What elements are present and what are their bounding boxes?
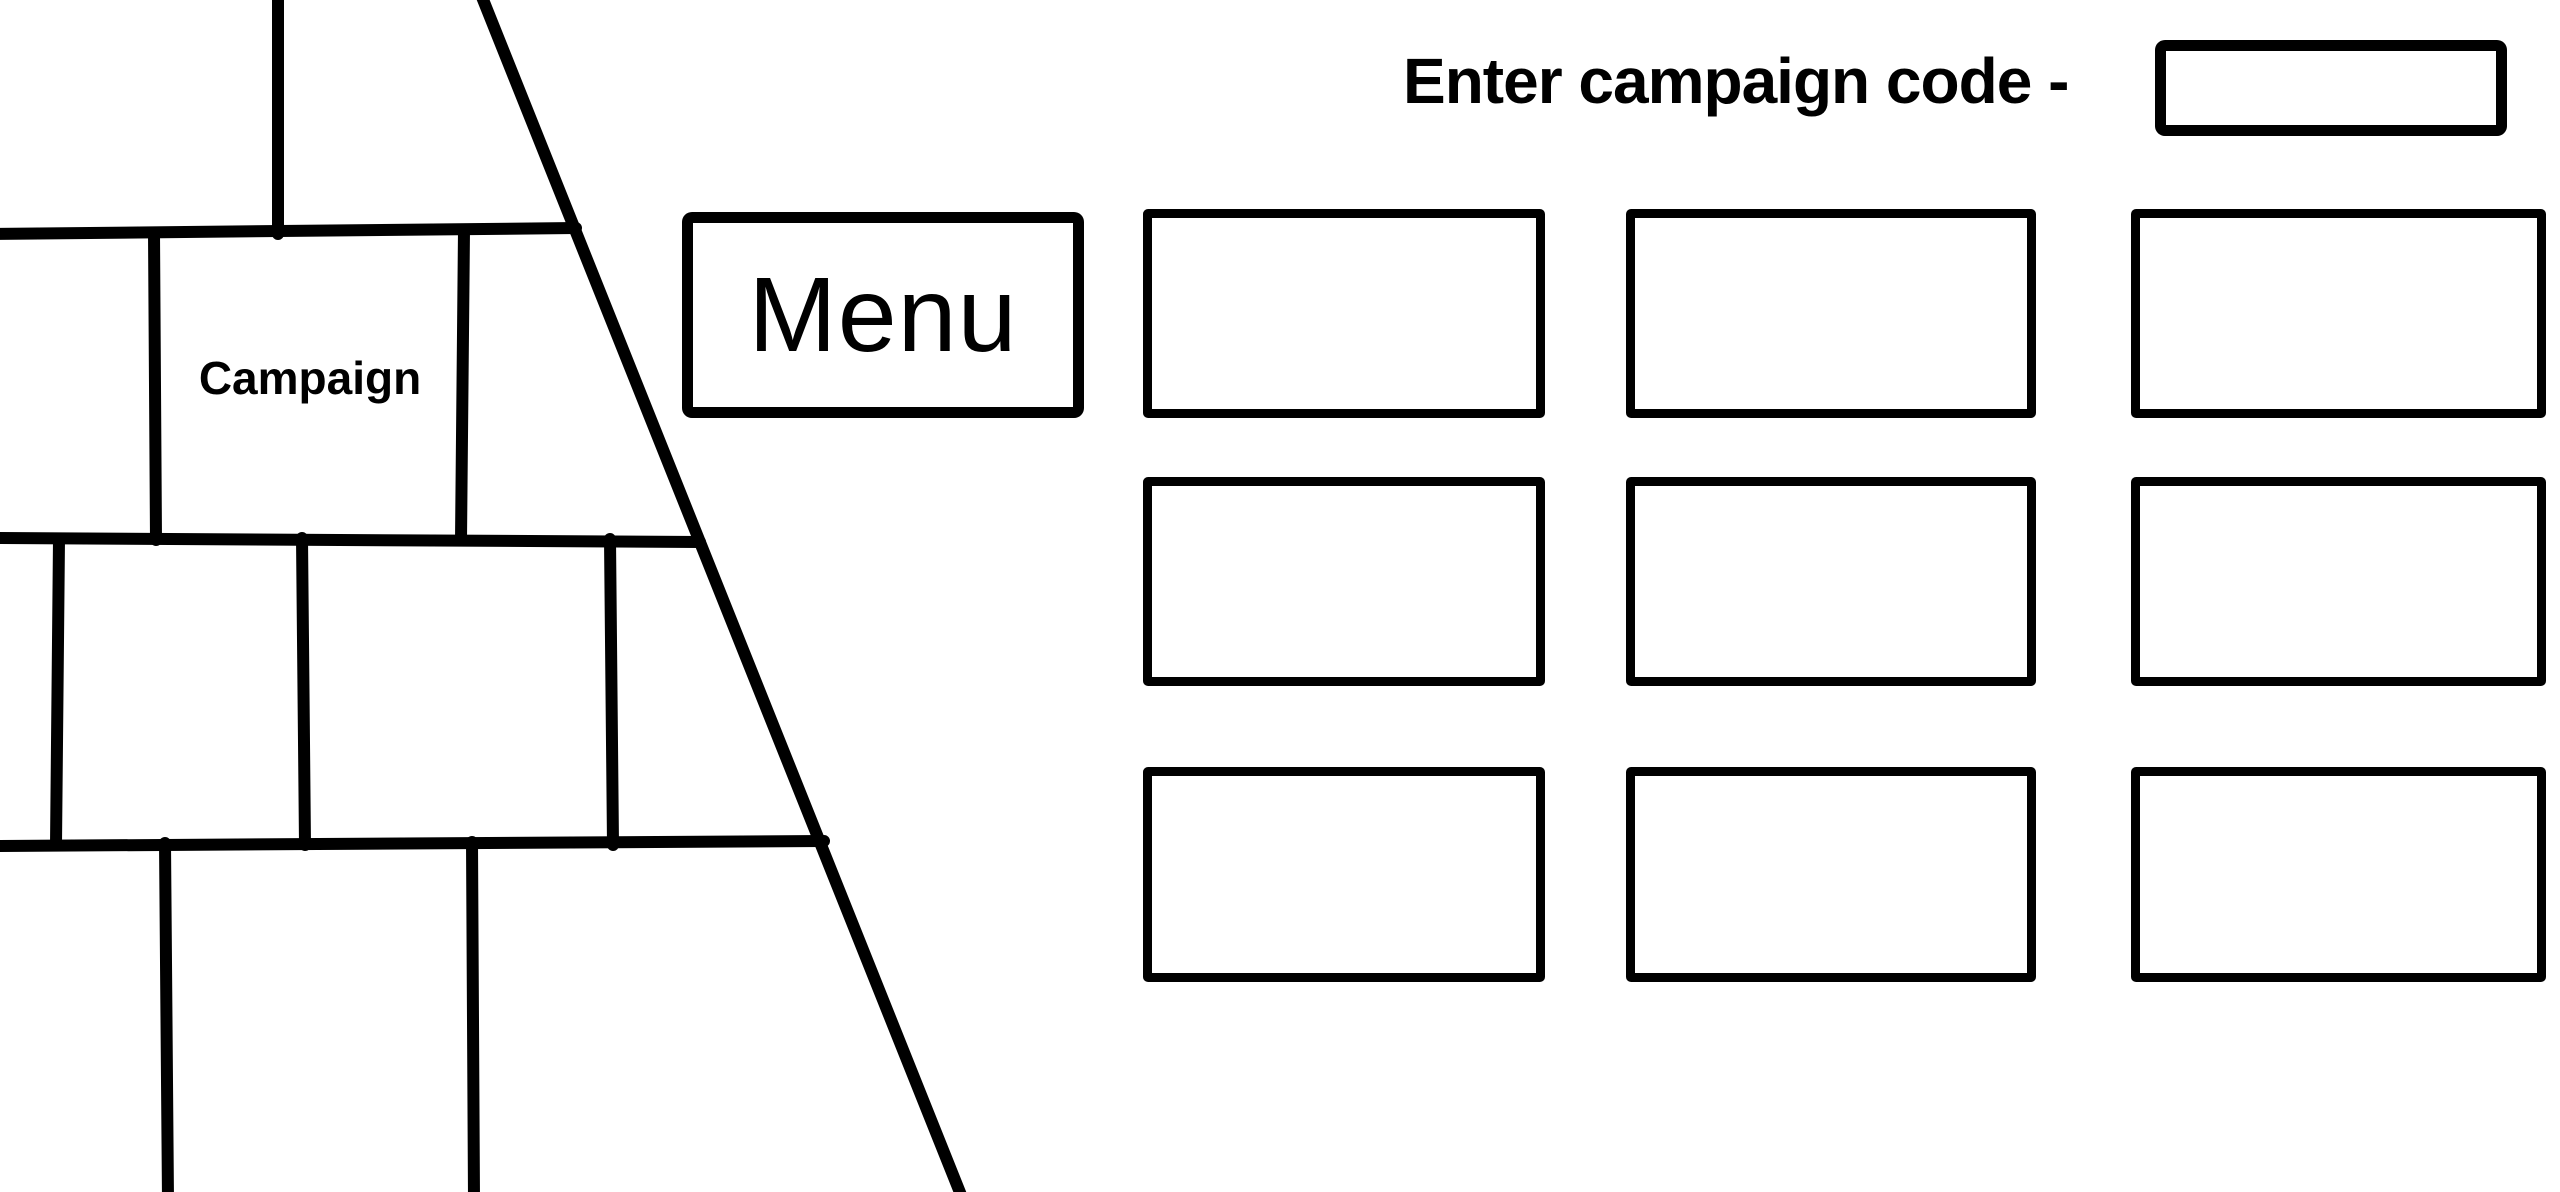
- campaign-code-prompt: Enter campaign code -: [1403, 45, 2069, 117]
- campaign-brick-label: Campaign: [198, 352, 422, 404]
- brick-edge: [159, 837, 174, 1192]
- brick-row-line: [0, 222, 582, 240]
- grid-box-r3-c3[interactable]: [2131, 767, 2546, 982]
- brick-row-line: [0, 532, 706, 548]
- grid-box-r1-c2[interactable]: [1626, 209, 2036, 418]
- brick-edge: [604, 533, 619, 851]
- brick-row-line: [0, 835, 830, 852]
- campaign-code-input[interactable]: [2155, 40, 2507, 136]
- menu-button-label: Menu: [748, 255, 1018, 374]
- diagonal-line: [476, 0, 967, 1192]
- grid-box-r1-c3[interactable]: [2131, 209, 2546, 418]
- grid-box-r2-c3[interactable]: [2131, 477, 2546, 686]
- grid-box-r3-c1[interactable]: [1143, 767, 1545, 982]
- brick-edge: [455, 224, 470, 546]
- menu-button[interactable]: Menu: [682, 212, 1084, 418]
- brick-edge: [466, 836, 480, 1192]
- brick-edge: [148, 227, 162, 546]
- grid-box-r2-c2[interactable]: [1626, 477, 2036, 686]
- brick-edge: [50, 533, 65, 851]
- brick-edge: [296, 532, 311, 851]
- grid-box-r2-c1[interactable]: [1143, 477, 1545, 686]
- grid-box-r1-c1[interactable]: [1143, 209, 1545, 418]
- brick-wall-lines: [0, 0, 967, 1192]
- grid-box-r3-c2[interactable]: [1626, 767, 2036, 982]
